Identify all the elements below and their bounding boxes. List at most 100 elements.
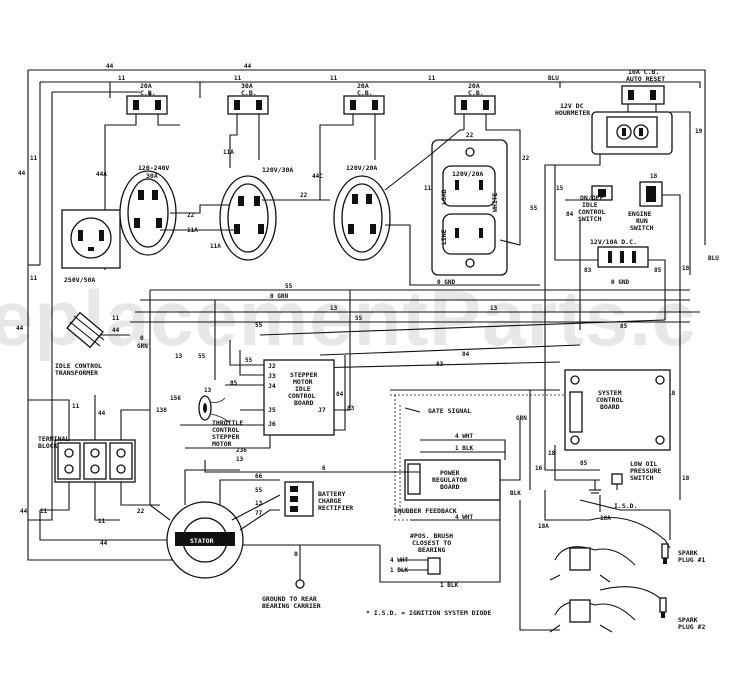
wire-label-85-sb: 85 — [580, 460, 588, 467]
ignition-wires — [519, 490, 671, 631]
wire-label-0-ground: 0 — [294, 550, 298, 558]
throttle-l4: MOTOR — [212, 440, 232, 448]
wire-label-11a-b: 11A — [210, 243, 221, 250]
ignition-module-2 — [549, 586, 663, 633]
system-board-l2: CONTROL — [596, 396, 623, 404]
terminal-wires — [28, 395, 185, 541]
wire-label-15: 15 — [556, 185, 564, 192]
wire-label-44c: 44C — [312, 173, 323, 180]
wire-label-83-st: 83 — [347, 405, 355, 412]
wire-label-0-grn: 0 — [140, 335, 144, 342]
stepper-board-l2: MOTOR — [293, 378, 313, 386]
circuit-breaker-1: 20A C.B. — [126, 82, 168, 120]
wire-label-83-mid: 83 — [436, 361, 444, 368]
wire-label-22-duplex: 22 — [466, 132, 474, 139]
cb5-rating: 10A C.B. — [628, 68, 659, 76]
wire-label-11a-mid: 11A — [223, 149, 234, 156]
hourmeter-voltage: 12V DC — [560, 102, 584, 110]
system-board-l3: BOARD — [600, 403, 620, 411]
wire-label-11-xfmr: 11 — [112, 315, 120, 322]
brush-note-l3: BEARING — [418, 546, 445, 554]
chassis-ground-symbol — [589, 480, 601, 494]
wire-label-84-mid: 84 — [462, 351, 470, 358]
low-oil-l1: LOW OIL — [630, 460, 657, 468]
right-panel-wires — [554, 165, 681, 470]
wire-label-blu: BLU — [548, 75, 559, 82]
stepper-pin-j4: J4 — [268, 382, 276, 390]
wire-label-77: 77 — [255, 510, 263, 517]
wire-label-85-dc: 85 — [654, 267, 662, 274]
terminal-block-l1: TERMINAL — [38, 435, 69, 443]
wire-label-grn-reg: GRN — [516, 415, 527, 422]
wire-label-11-left: 11 — [30, 155, 38, 162]
dc-12v-label: 12V/10A D.C. — [590, 238, 637, 246]
wire-label-55-mid2: 55 — [355, 315, 363, 322]
spark-plug-1: SPARK PLUG #1 — [661, 543, 705, 564]
wire-label-18-r2: 18 — [668, 390, 676, 397]
engine-switch-l3: SWITCH — [630, 224, 654, 232]
stepper-pin-j5: J5 — [268, 406, 276, 414]
idle-switch-l3: CONTROL — [578, 208, 605, 216]
cb4-rating: 20A — [468, 82, 480, 90]
spark-plug-2: SPARK PLUG #2 — [659, 597, 705, 631]
stepper-board-l3: IDLE — [295, 385, 311, 393]
wire-label-18a-2: 18A — [600, 515, 611, 522]
ignition-module-1 — [549, 517, 671, 583]
idle-control-switch: ON/OFF IDLE CONTROL SWITCH — [578, 185, 613, 223]
rec-120-240-rating: 120-240V — [138, 164, 169, 172]
throttle-stepper-motor: THROTTLE CONTROL STEPPER MOTOR — [198, 395, 243, 448]
wire-label-4wht-2: 4 WHT — [455, 514, 473, 521]
watermark-text: eplacementParts.c — [0, 274, 696, 362]
power-reg-l2: REGULATOR — [432, 476, 467, 484]
power-reg-l3: BOARD — [440, 483, 460, 491]
wire-label-11c: 11 — [330, 75, 338, 82]
system-board-l1: SYSTEM — [598, 389, 622, 397]
wire-label-11b-duplex: 11 — [424, 185, 432, 192]
wire-label-55-st2: 55 — [255, 322, 263, 329]
stepper-board-l5: BOARD — [294, 399, 314, 407]
circuit-breaker-3: 20A C.B. — [343, 82, 385, 115]
wire-label-11a-a: 11A — [187, 227, 198, 234]
idle-switch-l1: ON/OFF — [580, 194, 604, 202]
wire-label-0gnd-a: 0 GND — [437, 279, 455, 286]
brush-note-l2: CLOSEST TO — [412, 539, 451, 547]
low-oil-l3: SWITCH — [630, 474, 654, 482]
idle-xfmr-l2: TRANSFORMER — [55, 369, 98, 377]
wire-label-44b: 44 — [244, 63, 252, 70]
stepper-motor-board: STEPPER MOTOR IDLE CONTROL BOARD J2 J3 J… — [263, 359, 335, 436]
battery-rect-l3: RECTIFIER — [318, 504, 353, 512]
wire-label-grn: GRN — [137, 343, 148, 350]
stepper-board-l4: CONTROL — [288, 392, 315, 400]
wire-label-138: 138 — [156, 407, 167, 414]
throttle-l3: STEPPER — [212, 433, 239, 441]
wire-label-11-tb2: 11 — [40, 508, 48, 515]
wire-label-13-mid: 13 — [330, 305, 338, 312]
idle-switch-l4: SWITCH — [578, 215, 602, 223]
hourmeter-label: HOURMETER — [555, 109, 590, 117]
system-board-wires — [390, 330, 681, 500]
wire-label-11-tb3: 11 — [98, 518, 106, 525]
wire-label-blu-right: BLU — [708, 255, 719, 262]
power-regulator-board: POWER REGULATOR BOARD — [404, 459, 501, 501]
cb1-type: C.B. — [140, 89, 156, 97]
throttle-l1: THROTTLE — [212, 419, 243, 427]
stepper-pin-j7: J7 — [318, 406, 326, 414]
wire-label-85-mid: 85 — [620, 323, 628, 330]
brush-note: #POS. BRUSH CLOSEST TO BEARING — [379, 500, 501, 583]
cb4-type: C.B. — [468, 89, 484, 97]
receptacle-250v-50a: 250V/50A — [61, 209, 121, 284]
idle-control-transformer: IDLE CONTROL TRANSFORMER — [55, 311, 105, 377]
throttle-l2: CONTROL — [212, 426, 239, 434]
wire-label-1blk-brush: 1 BLK — [390, 567, 408, 574]
wire-label-55-stat: 55 — [255, 487, 263, 494]
regulator-wires — [260, 389, 560, 521]
duplex-white-label: WHITE — [491, 192, 499, 212]
rec-120-240-amps: 30A — [146, 172, 158, 180]
wire-label-13-st2: 13 — [204, 387, 212, 394]
terminal-block: TERMINAL BLOCK — [38, 435, 136, 483]
wire-label-22-right: 22 — [522, 155, 530, 162]
spark2-l2: PLUG #2 — [678, 623, 705, 631]
battery-rect-l2: CHARGE — [318, 497, 342, 505]
mid-bus-wires — [130, 289, 700, 440]
circuit-breaker-5: 10A C.B. AUTO RESET — [621, 68, 665, 105]
